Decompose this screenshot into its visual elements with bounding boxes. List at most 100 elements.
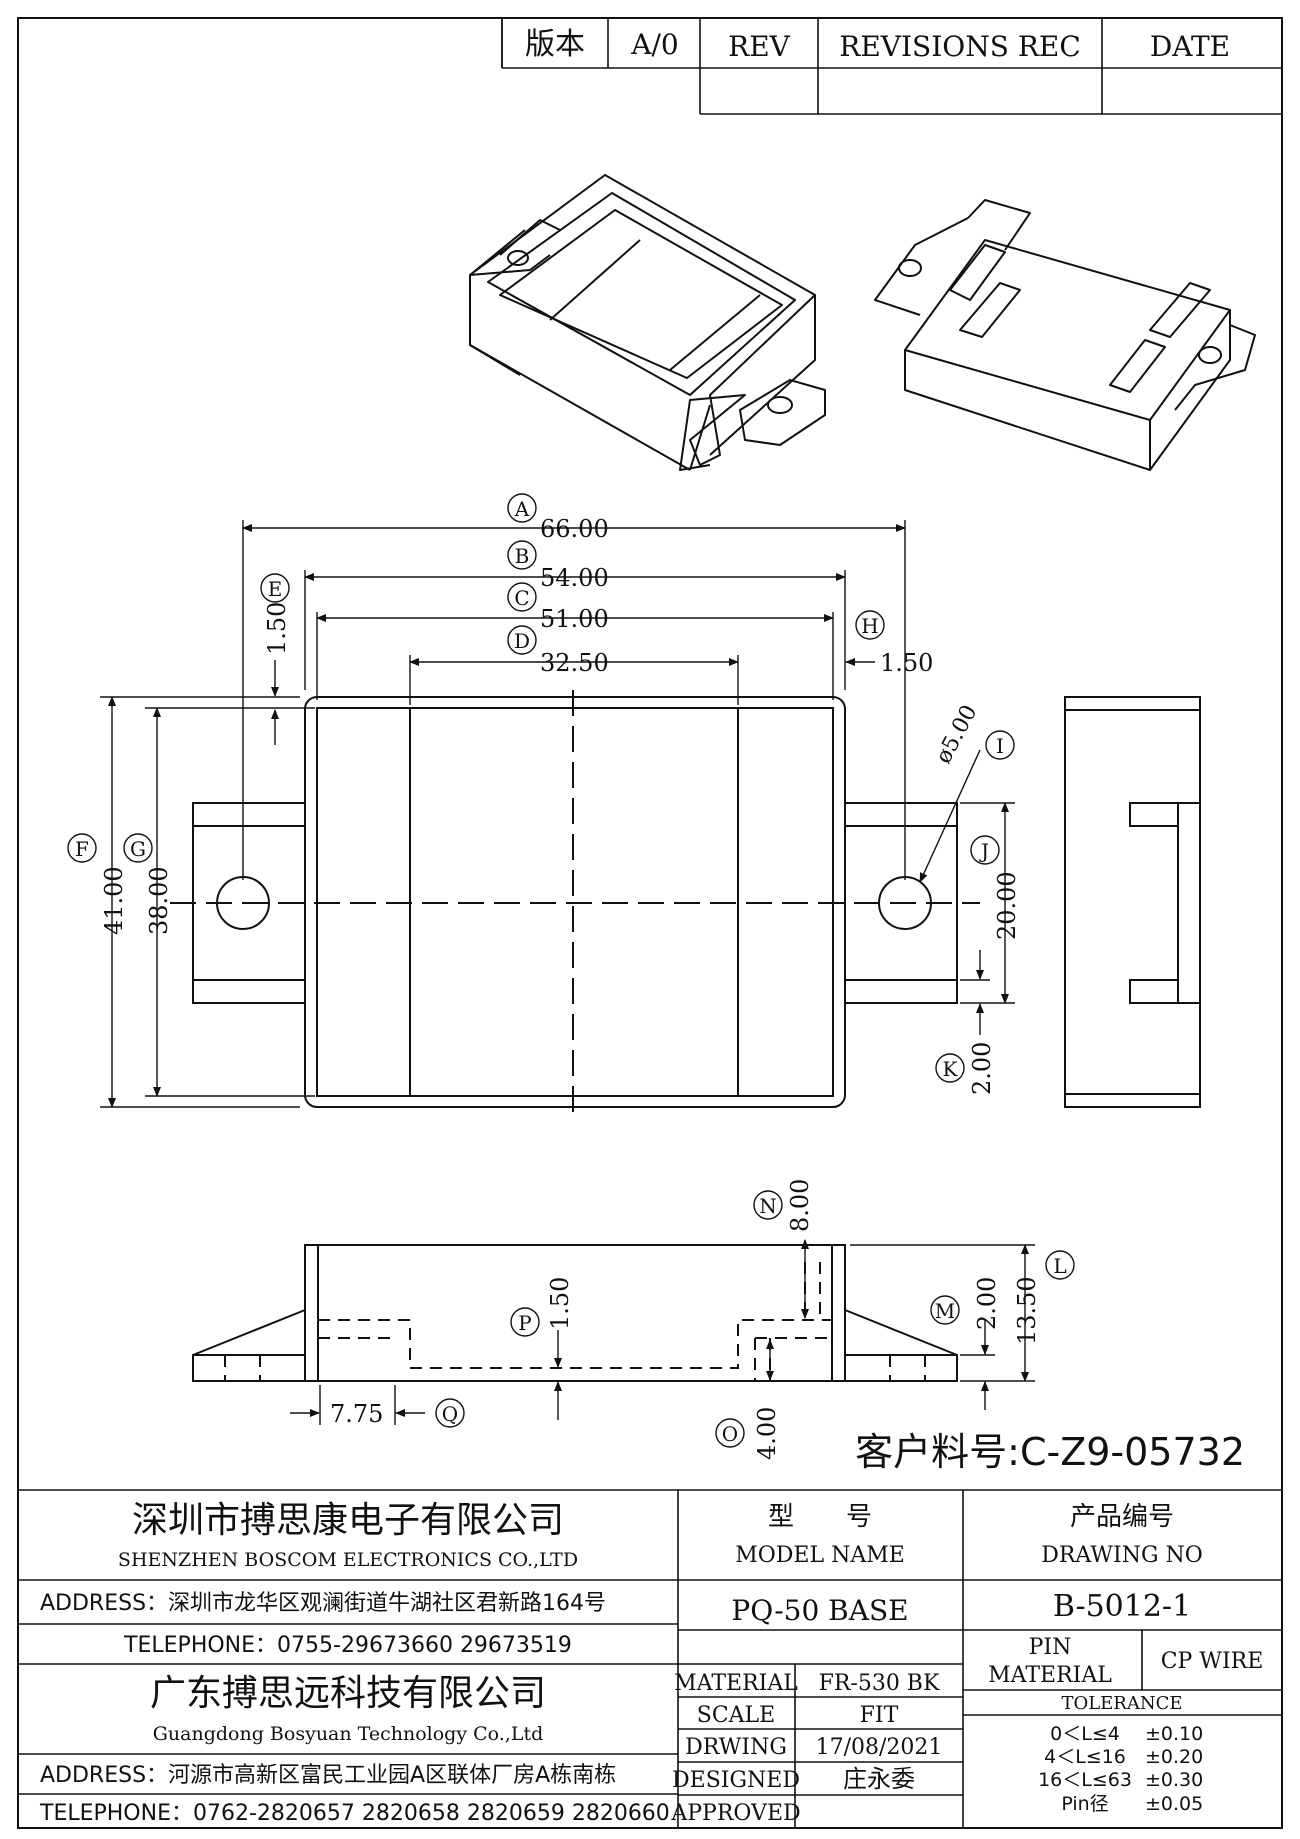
dim-b-value: 54.00	[540, 564, 609, 592]
scale-value: FIT	[860, 1703, 899, 1728]
dim-j-label: J 20.00	[970, 835, 1021, 940]
model-name-en: MODEL NAME	[735, 1543, 905, 1568]
dim-c-label: C 51.00	[507, 582, 609, 633]
material-label: MATERIAL	[674, 1671, 798, 1696]
plan-view	[170, 690, 980, 1115]
version-value: A/0	[630, 28, 678, 61]
dim-i-label: I ø5.00	[931, 701, 1015, 768]
drawing-date-label: DRWING	[685, 1735, 787, 1760]
dim-b-label: B 54.00	[507, 540, 609, 592]
rev-header: REV	[728, 30, 791, 63]
pin-material-label-1: PIN	[1029, 1635, 1072, 1660]
dim-f-letter: F	[75, 837, 89, 861]
pin-material-label-2: MATERIAL	[988, 1663, 1112, 1688]
dim-e-label: E 1.50	[260, 573, 291, 655]
company2-name-cn: 广东搏思远科技有限公司	[150, 1673, 546, 1714]
dimension-lines	[100, 520, 1035, 1425]
tolerance-range: Pin径	[1061, 1793, 1108, 1815]
front-elevation-view	[192, 1244, 958, 1382]
isometric-view-top	[469, 174, 826, 471]
version-label: 版本	[525, 27, 585, 62]
dim-q-letter: Q	[442, 1402, 458, 1426]
dim-g-value: 38.00	[145, 866, 173, 935]
dim-c-letter: C	[514, 586, 529, 610]
dim-o-letter: O	[722, 1422, 738, 1446]
dim-q-value: 7.75	[330, 1400, 383, 1428]
dim-d-letter: D	[514, 629, 530, 653]
dim-n-value: 8.00	[786, 1179, 814, 1232]
title-block	[18, 1489, 1282, 1828]
company1-address: ADDRESS：深圳市龙华区观澜街道牛湖社区君新路164号	[40, 1591, 606, 1616]
dim-o-label: O 4.00	[715, 1407, 781, 1460]
pin-material-value: CP WIRE	[1161, 1649, 1264, 1674]
company2-telephone: TELEPHONE：0762-2820657 2820658 2820659 2…	[39, 1801, 670, 1826]
tolerance-header: TOLERANCE	[1061, 1693, 1182, 1714]
dimension-labels: A 66.00 B 54.00 C 51.00 D 32.50 E 1.50 H…	[67, 493, 1075, 1460]
dim-h-label: H 1.50	[855, 610, 933, 677]
dim-p-value: 1.50	[546, 1277, 574, 1330]
dim-m-value: 2.00	[973, 1277, 1001, 1330]
company1-name-cn: 深圳市搏思康电子有限公司	[132, 1500, 564, 1541]
dim-p-letter: P	[518, 1311, 531, 1335]
model-name-cn: 型 号	[768, 1502, 872, 1532]
dim-h-value: 1.50	[880, 649, 933, 677]
dim-l-label: L 13.50	[1013, 1250, 1075, 1345]
dim-c-value: 51.00	[540, 605, 609, 633]
dim-l-value: 13.50	[1013, 1276, 1041, 1345]
dim-j-letter: J	[979, 839, 989, 863]
tolerance-table: 0＜L≤4 ±0.10 4＜L≤16 ±0.20 16＜L≤63 ±0.30 P…	[1038, 1723, 1203, 1815]
approved-label: APPROVED	[670, 1801, 800, 1826]
dim-m-letter: M	[935, 1299, 955, 1323]
drawing-no-en: DRAWING NO	[1041, 1543, 1203, 1568]
dim-i-value: ø5.00	[931, 701, 982, 768]
tolerance-value: ±0.20	[1145, 1746, 1203, 1768]
dim-i-letter: I	[996, 734, 1004, 758]
dim-m-label: M 2.00	[930, 1277, 1001, 1330]
dim-e-value: 1.50	[263, 602, 291, 655]
sheet-border	[17, 17, 1283, 1829]
dim-e-letter: E	[268, 577, 283, 601]
dim-j-value: 20.00	[993, 871, 1021, 940]
dim-g-label: G 38.00	[123, 833, 173, 935]
dim-g-letter: G	[130, 837, 146, 861]
dim-q-label: 7.75 Q	[330, 1398, 465, 1428]
dim-d-value: 32.50	[540, 649, 609, 677]
company1-name-en: SHENZHEN BOSCOM ELECTRONICS CO.,LTD	[118, 1549, 578, 1571]
dim-k-label: K 2.00	[935, 1042, 996, 1095]
dim-n-label: N 8.00	[753, 1179, 814, 1232]
customer-part-number: 客户料号:C-Z9-05732	[855, 1430, 1245, 1474]
dim-l-letter: L	[1053, 1254, 1066, 1278]
revisions-header: REVISIONS REC	[839, 30, 1081, 63]
drawing-date-value: 17/08/2021	[816, 1735, 943, 1760]
dim-k-value: 2.00	[968, 1042, 996, 1095]
dim-n-letter: N	[759, 1194, 777, 1218]
tolerance-value: ±0.05	[1145, 1793, 1203, 1815]
date-header: DATE	[1150, 30, 1230, 63]
tolerance-range: 16＜L≤63	[1038, 1769, 1132, 1791]
tolerance-value: ±0.10	[1145, 1723, 1203, 1745]
dim-o-value: 4.00	[753, 1407, 781, 1460]
designed-label: DESIGNED	[672, 1768, 800, 1793]
company1-telephone: TELEPHONE：0755-29673660 29673519	[123, 1633, 572, 1658]
material-value: FR-530 BK	[819, 1671, 940, 1696]
dim-a-label: A 66.00	[507, 493, 609, 543]
isometric-view-bottom	[874, 199, 1256, 471]
company2-name-en: Guangdong Bosyuan Technology Co.,Ltd	[153, 1723, 544, 1745]
tolerance-range: 0＜L≤4	[1050, 1723, 1120, 1745]
dim-a-value: 66.00	[540, 515, 609, 543]
dim-a-letter: A	[514, 497, 530, 521]
company2-address: ADDRESS：河源市高新区富民工业园A区联体厂房A栋南栋	[40, 1763, 616, 1788]
dim-d-label: D 32.50	[507, 625, 609, 677]
tolerance-value: ±0.30	[1145, 1769, 1203, 1791]
dim-h-letter: H	[861, 614, 878, 638]
dim-f-value: 41.00	[100, 866, 128, 935]
side-view	[1064, 696, 1201, 1108]
dim-f-label: F 41.00	[67, 833, 128, 935]
scale-label: SCALE	[697, 1703, 775, 1728]
drawing-no-cn: 产品编号	[1070, 1502, 1174, 1532]
tolerance-range: 4＜L≤16	[1044, 1746, 1126, 1768]
dim-b-letter: B	[515, 544, 530, 568]
drawing-no-value: B-5012-1	[1053, 1589, 1191, 1624]
revision-table	[501, 18, 1282, 115]
